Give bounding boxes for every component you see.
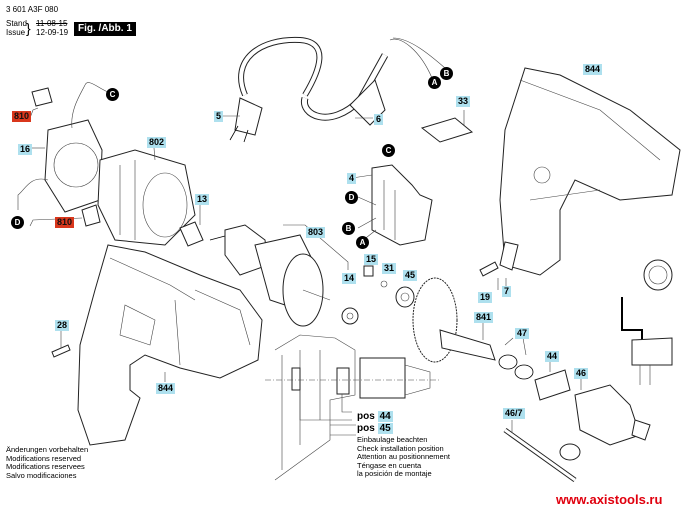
figure-label: Fig. /Abb. 1 bbox=[74, 22, 136, 36]
housing-half-drawing bbox=[499, 67, 681, 276]
installation-note-line: Einbaulage beachten bbox=[357, 435, 428, 444]
connector-c-brush: C bbox=[106, 88, 119, 101]
part-label-7[interactable]: 7 bbox=[502, 286, 512, 297]
part-label-841[interactable]: 841 bbox=[474, 312, 494, 323]
modifications-note-line: Änderungen vorbehalten bbox=[6, 445, 89, 454]
part-label-6[interactable]: 6 bbox=[374, 114, 384, 125]
connector-d-brush: D bbox=[11, 216, 24, 229]
clamp-drawing bbox=[499, 241, 519, 271]
part-label-19[interactable]: 19 bbox=[478, 292, 493, 303]
installation-note-line: la posición de montaje bbox=[357, 469, 432, 479]
connector-a-switch: A bbox=[356, 236, 369, 249]
issue-date: 12-09-19 bbox=[36, 28, 69, 37]
armature-drawing bbox=[209, 224, 359, 327]
installation-note-line: Téngase en cuenta bbox=[357, 460, 422, 470]
part-label-844-housing[interactable]: 844 bbox=[583, 64, 603, 75]
part-label-16[interactable]: 16 bbox=[18, 144, 33, 155]
field-stator-drawing bbox=[97, 149, 196, 246]
part-label-15[interactable]: 15 bbox=[364, 254, 379, 265]
part-number: 3 601 A3F 080 bbox=[6, 5, 59, 14]
modifications-note-line: Modifications reservees bbox=[6, 462, 85, 472]
section-view-drawing bbox=[265, 334, 440, 481]
part-label-14[interactable]: 14 bbox=[342, 273, 357, 284]
detail-inset-drawing bbox=[621, 259, 673, 385]
power-cord-drawing bbox=[229, 36, 446, 143]
switch-drawing bbox=[371, 164, 433, 246]
issue-label: Issue bbox=[6, 28, 26, 37]
part-label-46[interactable]: 46 bbox=[574, 368, 589, 379]
connector-b-cord: B bbox=[440, 67, 453, 80]
brace: } bbox=[26, 20, 31, 36]
fan-drawing bbox=[179, 221, 204, 247]
part-label-4[interactable]: 4 bbox=[347, 173, 357, 184]
part-label-802[interactable]: 802 bbox=[147, 137, 167, 148]
part-label-28[interactable]: 28 bbox=[55, 320, 70, 331]
part-label-803[interactable]: 803 bbox=[306, 227, 326, 238]
installation-note-line: Check installation position bbox=[357, 443, 444, 453]
part-label-810-upper[interactable]: 810 bbox=[12, 111, 32, 122]
pos-44-number[interactable]: 44 bbox=[377, 411, 393, 422]
pos-45-number[interactable]: 45 bbox=[377, 423, 393, 434]
pos-label: pos bbox=[357, 423, 375, 434]
screw-drawing bbox=[479, 261, 499, 277]
pos-label: pos bbox=[357, 411, 375, 422]
connector-c-switch: C bbox=[382, 144, 395, 157]
chuck-drawing bbox=[503, 384, 651, 483]
part-label-5[interactable]: 5 bbox=[214, 111, 224, 122]
part-label-13[interactable]: 13 bbox=[195, 194, 210, 205]
part-label-45[interactable]: 45 bbox=[403, 270, 418, 281]
washer-drawing bbox=[534, 369, 571, 401]
stand-date: 11-08-15 bbox=[36, 19, 68, 28]
modifications-note-line: Modifications reserved bbox=[6, 453, 82, 463]
ring-drawing bbox=[514, 364, 534, 380]
part-label-31[interactable]: 31 bbox=[382, 263, 397, 274]
part-label-810-lower[interactable]: 810 bbox=[55, 217, 75, 228]
pos-45-callout: pos 45 bbox=[357, 423, 393, 435]
part-label-46-7[interactable]: 46/7 bbox=[503, 408, 525, 419]
part-label-47[interactable]: 47 bbox=[515, 328, 530, 339]
watermark-url[interactable]: www.axistools.ru bbox=[556, 492, 663, 507]
ring-drawing bbox=[498, 354, 518, 370]
installation-note-line: Attention au positionnement bbox=[357, 452, 450, 462]
modifications-note-line: Salvo modificaciones bbox=[6, 470, 77, 480]
brush-holder-drawing bbox=[17, 82, 109, 227]
part-label-844-body[interactable]: 844 bbox=[156, 383, 176, 394]
modifications-note: Änderungen vorbehalten Modifications res… bbox=[6, 445, 89, 480]
stand-label: Stand bbox=[6, 19, 27, 28]
part-label-44[interactable]: 44 bbox=[545, 351, 560, 362]
connector-d-switch: D bbox=[345, 191, 358, 204]
connector-a-cord: A bbox=[428, 76, 441, 89]
switch-button-drawing bbox=[420, 117, 474, 143]
connector-b-switch: B bbox=[342, 222, 355, 235]
pos-44-callout: pos 44 bbox=[357, 411, 393, 423]
part-label-33[interactable]: 33 bbox=[456, 96, 471, 107]
installation-note: Einbaulage beachten Check installation p… bbox=[357, 435, 450, 479]
gear-spindle-drawing bbox=[363, 265, 496, 363]
leader-lines bbox=[29, 107, 582, 436]
drill-body-drawing bbox=[51, 244, 263, 446]
